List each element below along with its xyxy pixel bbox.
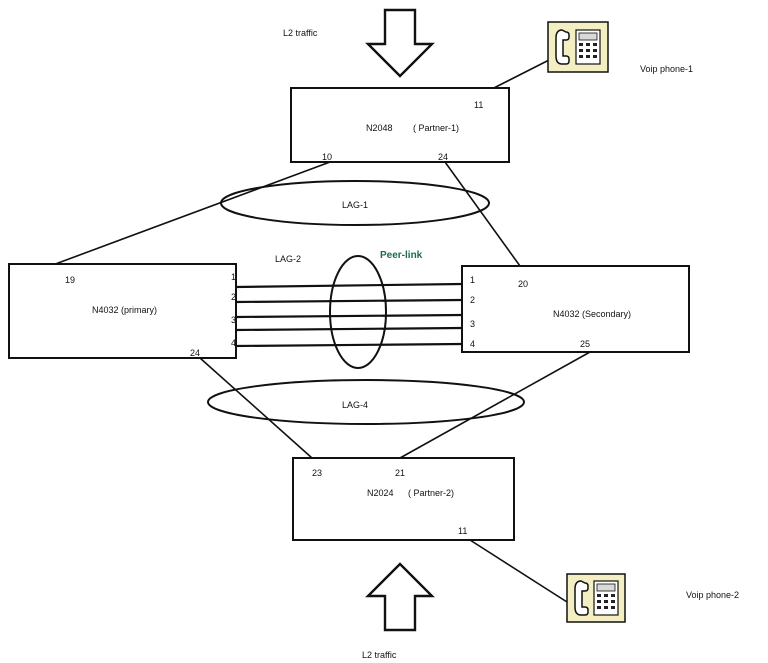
port-label: 1 [470, 275, 475, 285]
link-primary24-bottom23 [199, 357, 313, 459]
peer-link-line-5 [235, 342, 463, 348]
port-label: 11 [458, 526, 467, 536]
switch-n2024-name: N2024 [367, 488, 394, 498]
port-label: 24 [438, 152, 448, 162]
bottom-traffic-arrow [365, 562, 435, 632]
switch-n4032-primary: N4032 (primary) 19 1 2 3 4 24 [8, 263, 237, 359]
port-label: 11 [474, 100, 483, 110]
lag1-ellipse [220, 180, 490, 226]
switch-n2048: N2048 ( Partner-1) 11 10 24 [290, 87, 510, 163]
port-label: 20 [518, 279, 528, 289]
link-top10-primary19 [49, 161, 331, 267]
port-label: 2 [470, 295, 475, 305]
switch-n4032-secondary: N4032 (Secondary) 1 2 3 4 20 25 [461, 265, 690, 353]
bottom-traffic-label: L2 traffic [362, 650, 397, 660]
lag4-label: LAG-4 [342, 400, 368, 410]
port-label: 23 [312, 468, 322, 478]
port-label: 10 [322, 152, 332, 162]
switch-secondary-box [461, 265, 690, 353]
switch-n2024-role: ( Partner-2) [408, 488, 454, 498]
peer-link-line-1 [235, 282, 463, 289]
phone1-label: Voip phone-1 [640, 64, 693, 74]
peer-link-line-4 [235, 326, 463, 332]
switch-secondary-name: N4032 (Secondary) [553, 309, 631, 319]
switch-primary-name: N4032 (primary) [92, 305, 157, 315]
port-label: 19 [65, 275, 75, 285]
switch-n2024: N2024 ( Partner-2) 23 21 11 [292, 457, 515, 541]
port-label: 24 [190, 348, 200, 358]
switch-n2048-role: ( Partner-1) [413, 123, 459, 133]
switch-n2024-box [292, 457, 515, 541]
port-label: 4 [470, 339, 475, 349]
link-secondary25-bottom21 [399, 351, 591, 459]
switch-primary-box [8, 263, 237, 359]
top-traffic-label: L2 traffic [283, 28, 318, 38]
port-label: 25 [580, 339, 590, 349]
port-label: 3 [231, 315, 236, 325]
link-top24-secondary20 [444, 161, 521, 267]
switch-n2048-name: N2048 [366, 123, 393, 133]
top-traffic-arrow [365, 8, 435, 78]
port-label: 1 [231, 272, 236, 282]
port-label: 4 [231, 338, 236, 348]
phone2-link [469, 539, 568, 603]
port-label: 21 [395, 468, 405, 478]
peer-link-line-3 [235, 313, 463, 319]
lag4-ellipse [207, 379, 525, 425]
switch-n2048-box [290, 87, 510, 163]
lag2-ellipse [329, 255, 387, 369]
port-label: 2 [231, 292, 236, 302]
phone2-label: Voip phone-2 [686, 590, 739, 600]
port-label: 3 [470, 319, 475, 329]
peer-link-label: Peer-link [380, 250, 423, 261]
lag1-label: LAG-1 [342, 200, 368, 210]
peer-link-line-2 [235, 298, 463, 304]
lag2-label: LAG-2 [275, 254, 301, 264]
voip-phone-icon [547, 21, 609, 73]
voip-phone-icon [566, 573, 626, 623]
